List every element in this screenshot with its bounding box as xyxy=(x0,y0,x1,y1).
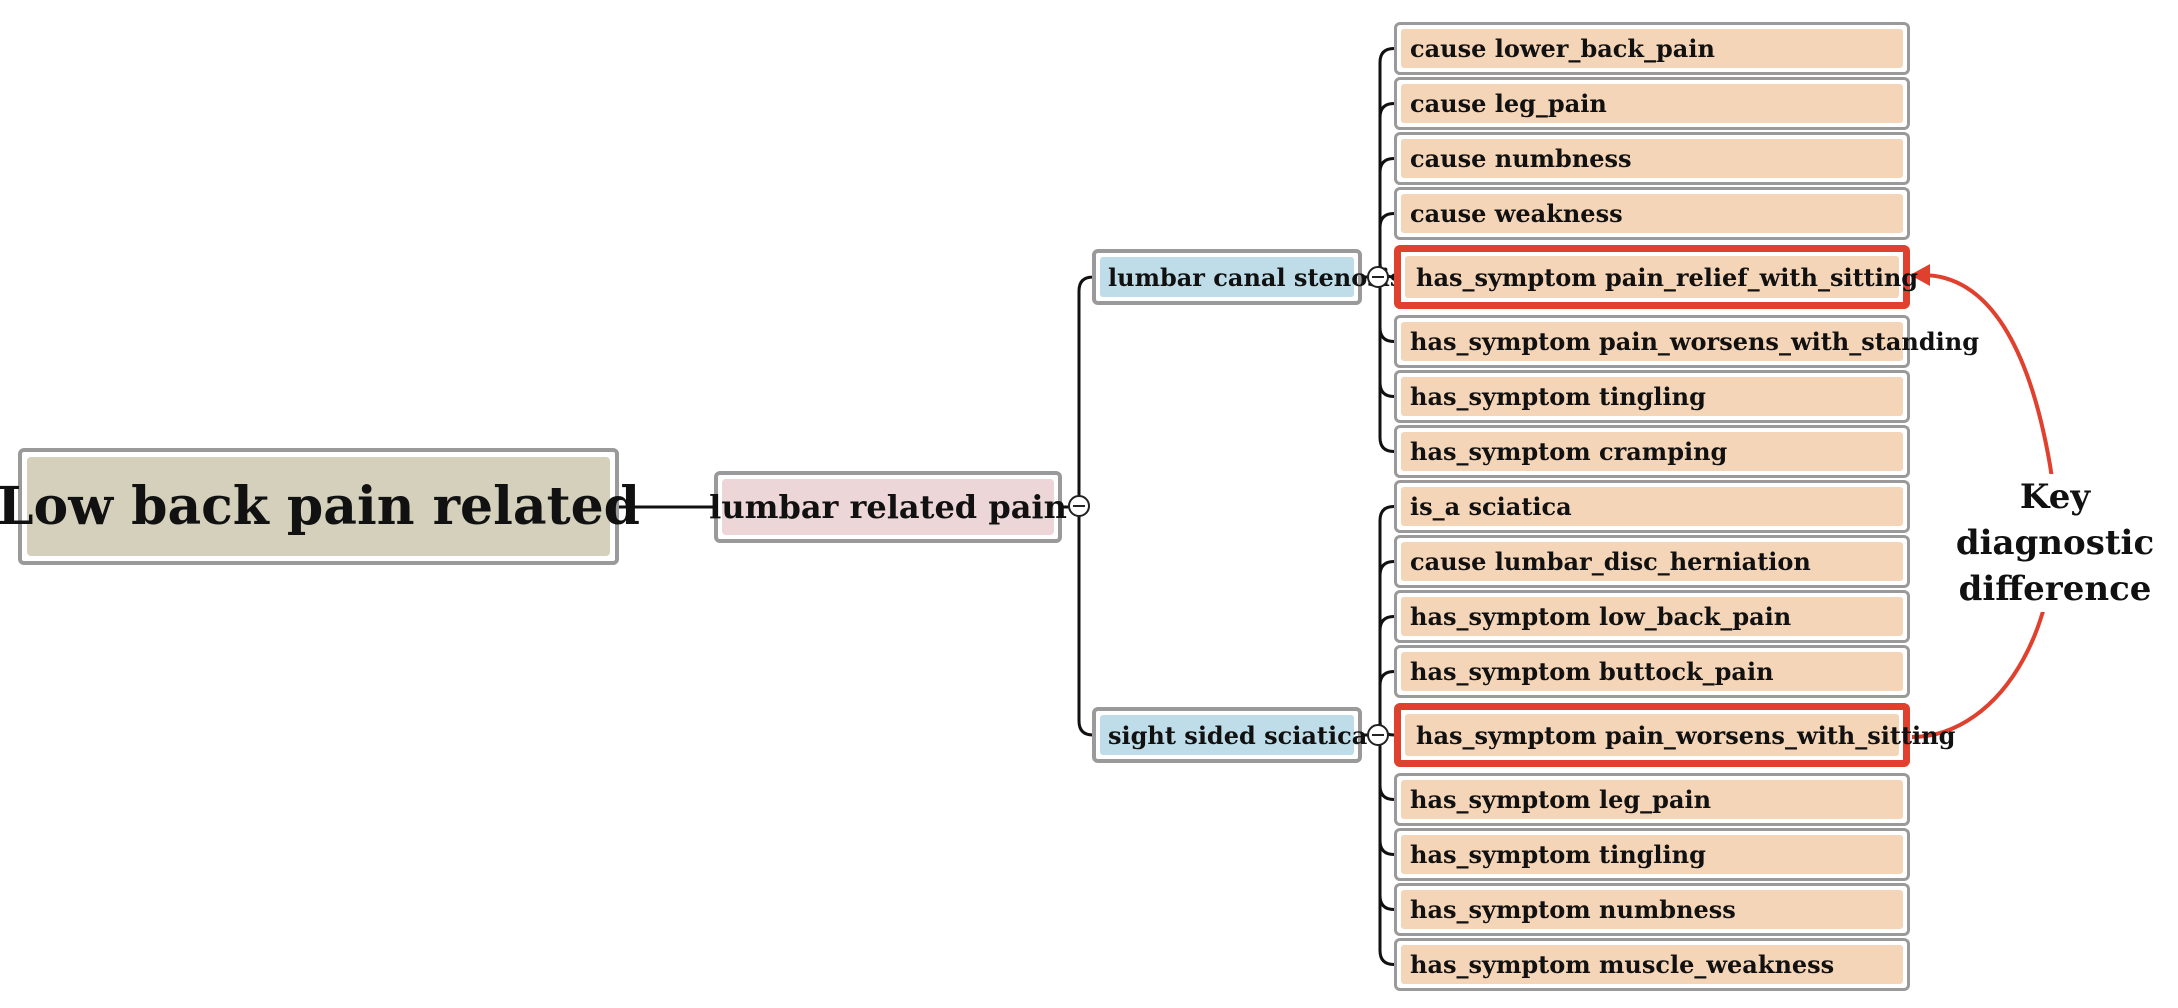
leaf-node[interactable]: has_symptom low_back_pain xyxy=(1394,590,1910,643)
leaf-label: has_symptom pain_worsens_with_sitting xyxy=(1405,714,1955,756)
leaf-label: cause weakness xyxy=(1401,194,1903,233)
leaf-label: cause lumbar_disc_herniation xyxy=(1401,542,1903,581)
root-node[interactable]: Low back pain related xyxy=(0,448,640,565)
leaf-label: has_symptom tingling xyxy=(1401,377,1903,416)
branch-node-sight-sided-sciatica[interactable]: sight sided sciatica xyxy=(1092,707,1367,763)
annotation-line-2: difference xyxy=(1958,569,2152,609)
annotation-arrowhead xyxy=(1910,264,1930,286)
leaf-label: has_symptom tingling xyxy=(1401,835,1903,874)
branch-node-label: lumbar canal stenosis xyxy=(1100,257,1403,297)
leaf-node-highlighted[interactable]: has_symptom pain_worsens_with_sitting xyxy=(1394,703,1955,767)
collapse-toggle-branch-1[interactable] xyxy=(1367,266,1389,288)
leaf-node[interactable]: cause lumbar_disc_herniation xyxy=(1394,535,1910,588)
annotation-line-1: Key diagnostic xyxy=(1955,477,2155,563)
leaf-label: is_a sciatica xyxy=(1401,487,1903,526)
leaf-node[interactable]: has_symptom cramping xyxy=(1394,425,1910,478)
leaf-connector xyxy=(1378,505,1395,521)
leaf-label: has_symptom numbness xyxy=(1401,890,1903,929)
leaf-label: has_symptom pain_relief_with_sitting xyxy=(1405,256,1918,298)
mid-node[interactable]: lumbar related pain xyxy=(709,471,1067,543)
leaf-node[interactable]: has_symptom pain_worsens_with_standing xyxy=(1394,315,1979,368)
leaf-node[interactable]: cause numbness xyxy=(1394,132,1910,185)
leaf-connector xyxy=(1378,437,1395,453)
leaf-connector xyxy=(1378,212,1395,228)
leaf-label: has_symptom muscle_weakness xyxy=(1401,945,1903,984)
leaf-label: cause leg_pain xyxy=(1401,84,1903,123)
leaf-connector xyxy=(1378,895,1395,911)
leaf-connector xyxy=(1378,382,1395,398)
leaf-node[interactable]: has_symptom muscle_weakness xyxy=(1394,938,1910,991)
leaf-label: has_symptom low_back_pain xyxy=(1401,597,1903,636)
leaf-connector xyxy=(1378,670,1395,686)
leaf-connector xyxy=(1378,785,1395,801)
leaf-node[interactable]: has_symptom tingling xyxy=(1394,828,1910,881)
collapse-toggle-branch-2[interactable] xyxy=(1367,724,1389,746)
leaf-connector xyxy=(1378,950,1395,966)
leaf-connector xyxy=(1378,560,1395,576)
leaf-node[interactable]: is_a sciatica xyxy=(1394,480,1910,533)
leaf-label: cause lower_back_pain xyxy=(1401,29,1903,68)
leaf-node-highlighted[interactable]: has_symptom pain_relief_with_sitting xyxy=(1394,245,1918,309)
leaf-node[interactable]: has_symptom numbness xyxy=(1394,883,1910,936)
branch-node-lumbar-canal-stenosis[interactable]: lumbar canal stenosis xyxy=(1092,249,1403,305)
leaf-label: has_symptom leg_pain xyxy=(1401,780,1903,819)
leaf-label: has_symptom cramping xyxy=(1401,432,1903,471)
leaf-connector xyxy=(1378,157,1395,173)
leaf-label: cause numbness xyxy=(1401,139,1903,178)
mid-node-label: lumbar related pain xyxy=(709,479,1067,535)
leaf-connector xyxy=(1378,102,1395,118)
leaf-connector xyxy=(1378,615,1395,631)
leaf-node[interactable]: has_symptom tingling xyxy=(1394,370,1910,423)
leaf-connector xyxy=(1378,840,1395,856)
leaf-connector xyxy=(1378,47,1395,63)
leaf-label: has_symptom pain_worsens_with_standing xyxy=(1401,322,1979,361)
leaf-node[interactable]: has_symptom leg_pain xyxy=(1394,773,1910,826)
leaf-node[interactable]: cause leg_pain xyxy=(1394,77,1910,130)
leaf-node[interactable]: has_symptom buttock_pain xyxy=(1394,645,1910,698)
leaf-connector xyxy=(1378,327,1395,343)
collapse-toggle-mid[interactable] xyxy=(1068,495,1090,517)
leaf-node[interactable]: cause weakness xyxy=(1394,187,1910,240)
annotation-label: Key diagnostic difference xyxy=(1925,474,2178,612)
branch-node-label: sight sided sciatica xyxy=(1100,715,1367,755)
root-node-label: Low back pain related xyxy=(0,457,640,556)
leaf-node[interactable]: cause lower_back_pain xyxy=(1394,22,1910,75)
leaf-label: has_symptom buttock_pain xyxy=(1401,652,1903,691)
